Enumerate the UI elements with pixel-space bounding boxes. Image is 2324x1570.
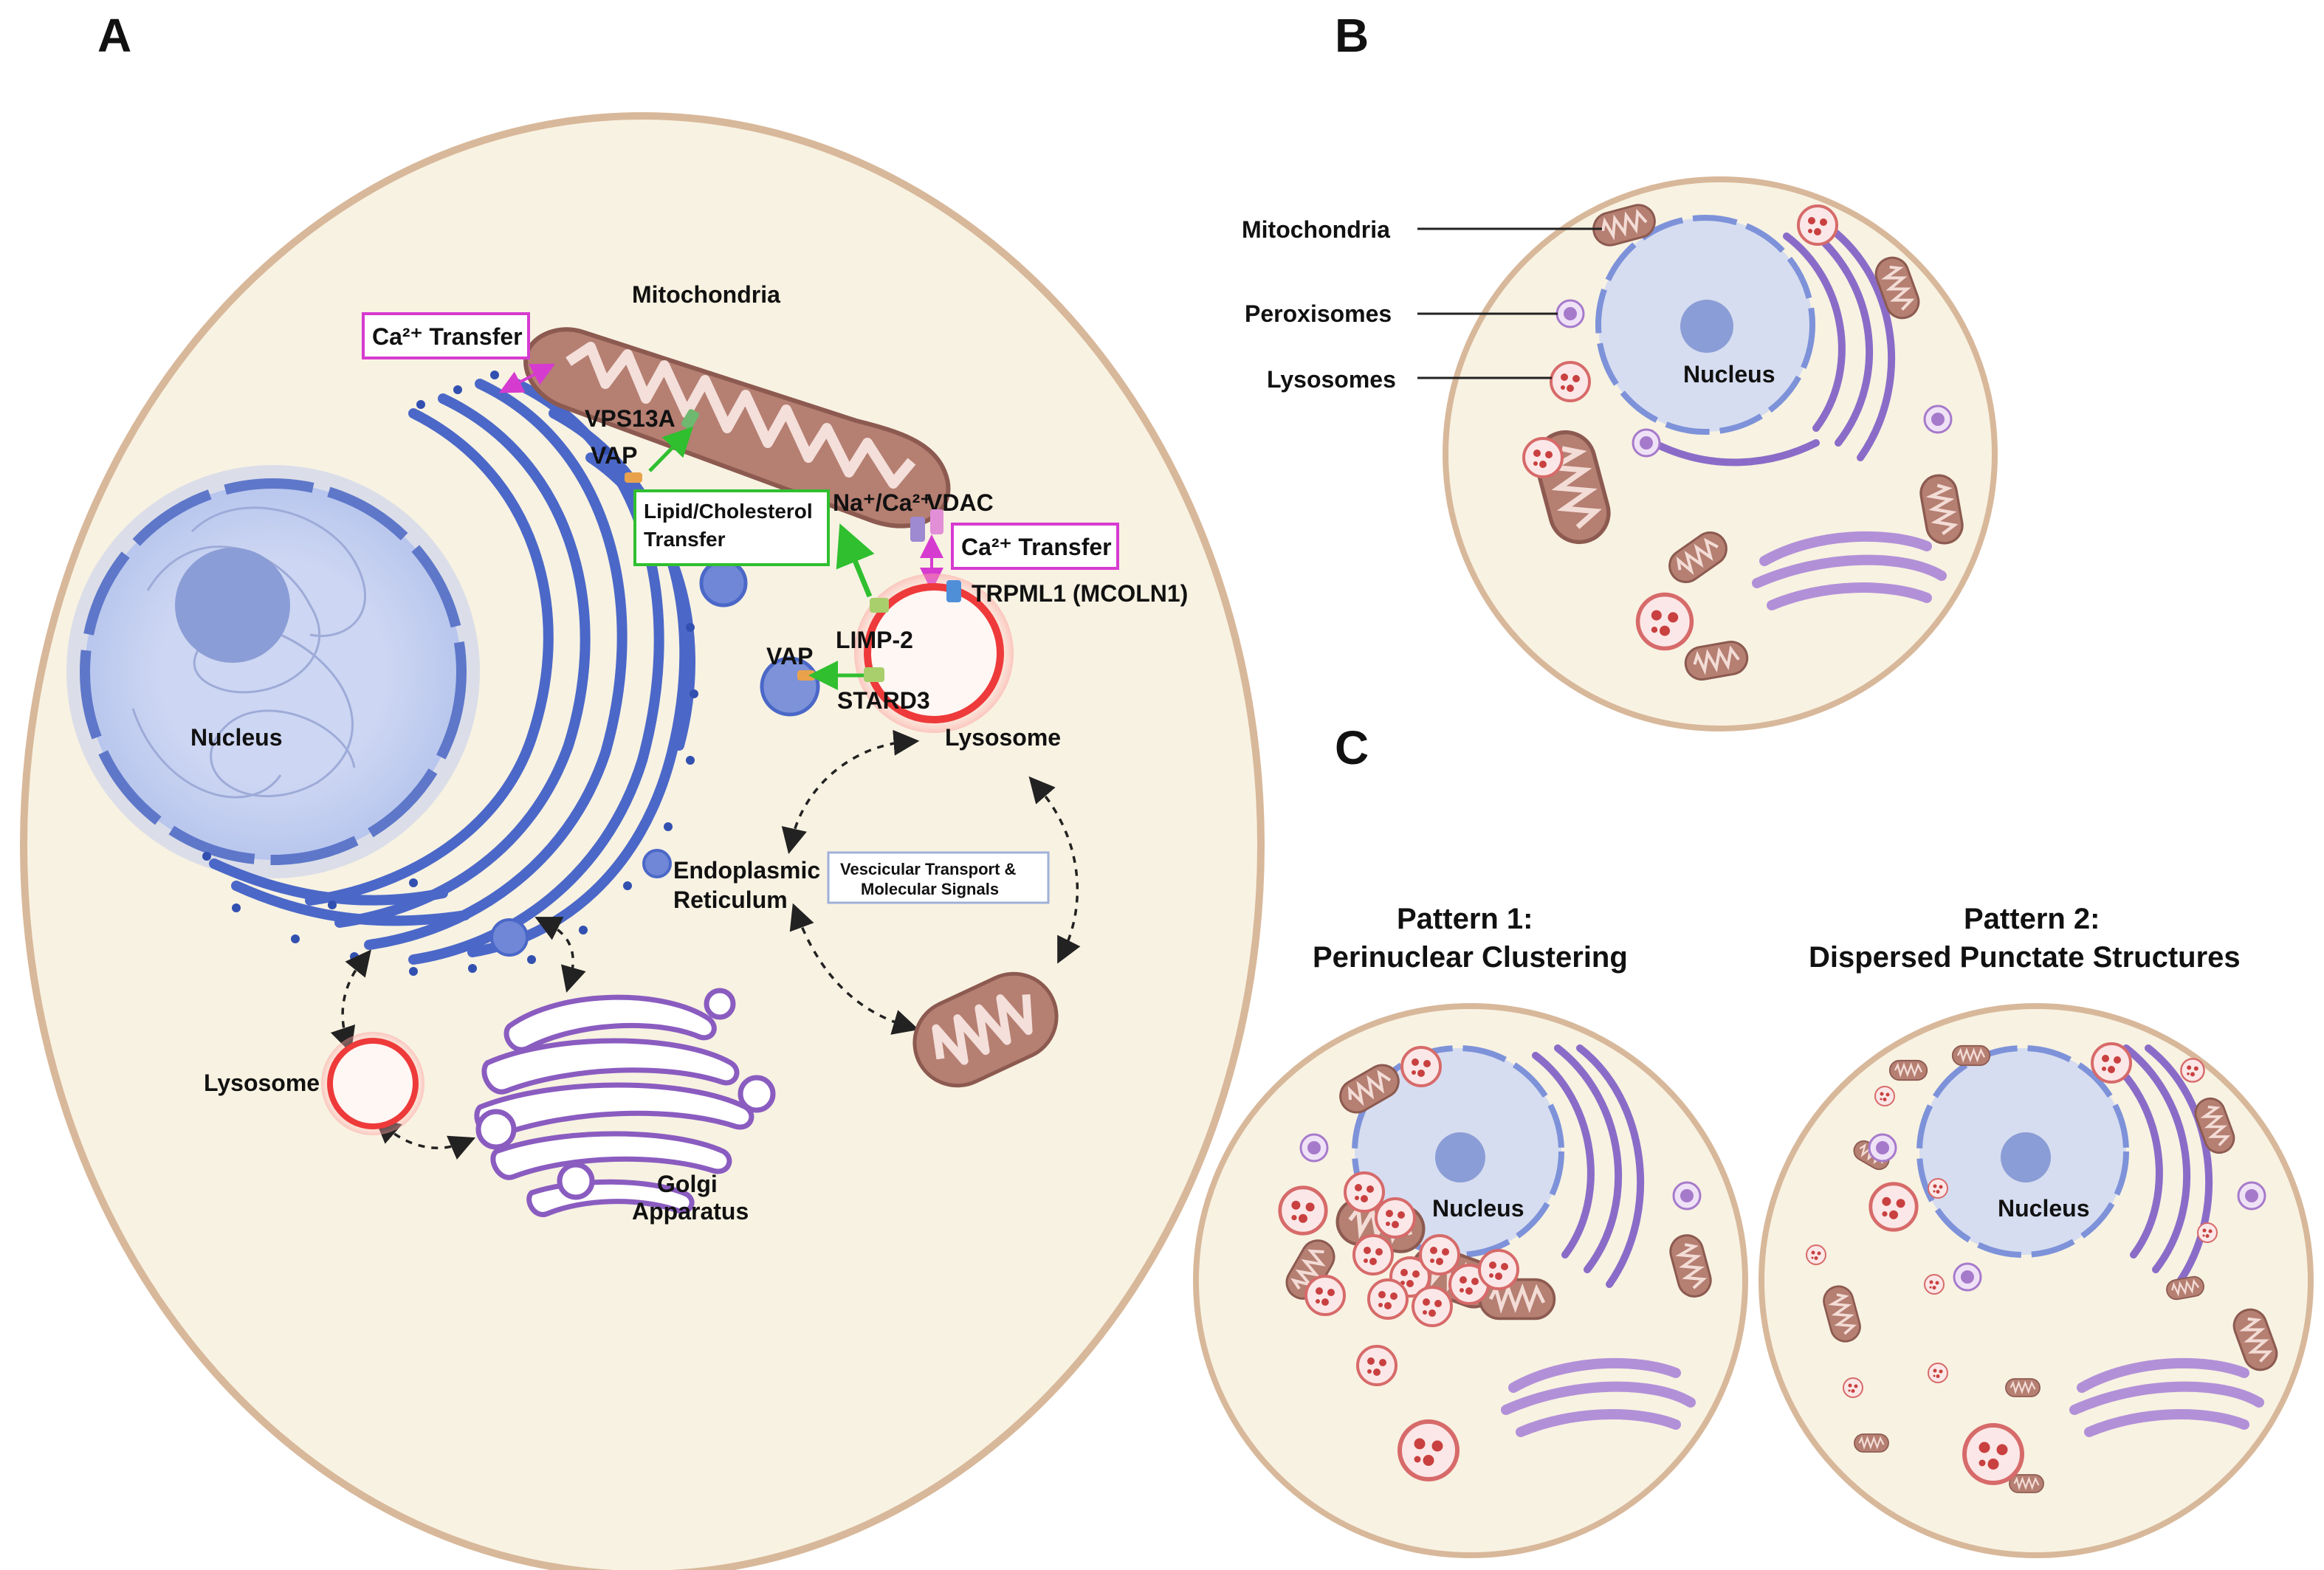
na-ca-exchanger (910, 517, 925, 542)
vdac-channel (930, 509, 943, 534)
nucleus-organelle (66, 465, 480, 878)
vesicular-transport-label-2: Molecular Signals (861, 880, 999, 898)
vap-protein-mid (797, 670, 815, 681)
vap-label-mid: VAP (766, 643, 813, 669)
lipid-arrow-top (648, 426, 693, 472)
er-label-2: Reticulum (673, 886, 788, 913)
pattern2-title-1: Pattern 2: (1964, 903, 2100, 935)
er-label-1: Endoplasmic (673, 857, 820, 884)
pattern2-cell: Nucleus (1759, 1003, 2314, 1558)
ca-transfer-box-top (362, 312, 530, 359)
lysosome-label-right: Lysosome (945, 724, 1061, 751)
endoplasmic-reticulum (202, 371, 820, 976)
pattern1-title-2: Perinuclear Clustering (1313, 941, 1628, 974)
pattern2-title-2: Dispersed Punctate Structures (1809, 941, 2241, 974)
lysosomes-label-b: Lysosomes (1267, 366, 1396, 393)
ca-transfer-box-right (951, 523, 1119, 570)
peroxisomes-label-b: Peroxisomes (1245, 300, 1392, 327)
vap-protein-top (625, 472, 642, 483)
golgi-label-1: Golgi (657, 1171, 718, 1197)
lysosome-left (327, 1038, 419, 1129)
nucleus-label: Nucleus (190, 724, 282, 751)
arrow-er-lysosome (781, 729, 920, 855)
nucleus-label-c2: Nucleus (1998, 1195, 2089, 1222)
lipid-transfer-label-1: Lipid/Cholesterol (644, 500, 813, 523)
golgi-apparatus (474, 988, 776, 1217)
panel-c: Pattern 1: Perinuclear Clustering Patter… (1193, 903, 2314, 1558)
golgi-b (1752, 531, 1947, 610)
vap-label-top: VAP (591, 442, 637, 469)
panel-label-c: C (1335, 721, 1369, 774)
ca-transfer-label-right: Ca²⁺ Transfer (961, 534, 1112, 560)
panel-label-b: B (1335, 9, 1369, 62)
ca-transfer-arrow-top (498, 363, 556, 393)
er-b (1650, 225, 1896, 466)
arrow-er-mito (789, 903, 919, 1035)
lysosome-right (864, 583, 1004, 723)
vesicular-transport-box (827, 851, 1050, 904)
mitochondria-label: Mitochondria (632, 281, 780, 308)
ca-transfer-label-top: Ca²⁺ Transfer (372, 323, 523, 350)
stard3-protein (864, 667, 884, 682)
vps13a-label: VPS13A (585, 405, 675, 432)
trpml1-channel (946, 580, 961, 602)
vps13a-protein (681, 409, 699, 430)
nucleolus (175, 548, 290, 663)
cholesterol-arrow-limp2 (836, 523, 875, 598)
limp2-protein (870, 598, 889, 613)
lipid-transfer-label-2: Transfer (644, 528, 726, 551)
vesicular-transport-label-1: Vescicular Transport & (840, 860, 1017, 878)
limp2-label: LIMP-2 (836, 627, 913, 653)
arrow-lysosome-mito (1028, 776, 1081, 964)
mitochondria-label-b: Mitochondria (1242, 216, 1390, 243)
pattern1-title-1: Pattern 1: (1397, 903, 1533, 935)
lysosome-label-left: Lysosome (204, 1070, 320, 1096)
lipid-transfer-box (633, 489, 830, 566)
na-ca-exchanger-label: Na⁺/Ca²⁺ (833, 489, 932, 516)
panel-b: Nucleus Mitochondria Peroxisom (1242, 176, 1998, 731)
nucleolus-b (1680, 300, 1733, 353)
pattern1-cell: Nucleus (1193, 1003, 1748, 1558)
stard3-label: STARD3 (837, 687, 930, 714)
panel-label-a: A (97, 9, 131, 62)
nucleus-label-b: Nucleus (1683, 361, 1775, 388)
mitochondrion-small (912, 971, 1059, 1088)
nucleus-label-c1: Nucleus (1432, 1195, 1524, 1222)
panel-a: Nucleus (20, 112, 1265, 1570)
golgi-label-2: Apparatus (632, 1198, 749, 1225)
trpml1-label: TRPML1 (MCOLN1) (972, 580, 1188, 607)
